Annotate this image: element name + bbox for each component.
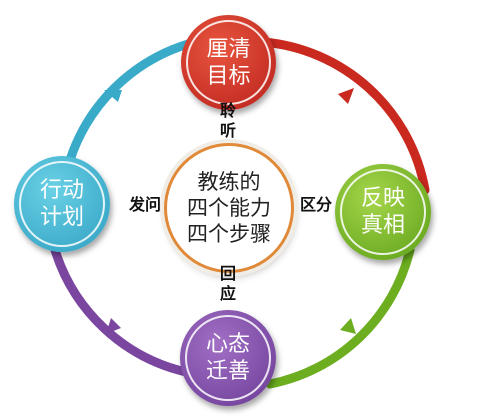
node-inner-ring (186, 20, 271, 105)
node-label: 心态 迁善 (205, 332, 250, 384)
node-action-plan: 行动 计划 (14, 156, 110, 252)
arc-right-to-bottom (265, 245, 415, 389)
arc-left-to-top (65, 39, 193, 165)
arrow-bottom-left (106, 318, 121, 334)
node-label: 反映 真相 (360, 186, 405, 238)
arc-bottom-to-left (50, 245, 191, 377)
arrow-top-right (338, 88, 354, 104)
step-label-respond: 回 应 (219, 264, 236, 303)
step-label-distinguish: 区分 (299, 195, 332, 214)
step-label-ask: 发问 (128, 195, 161, 214)
node-reflect-truth: 反映 真相 (335, 164, 431, 260)
node-label: 行动 计划 (39, 178, 84, 230)
arc-top-to-right (258, 37, 430, 195)
node-mindset-shift: 心态 迁善 (180, 310, 276, 406)
center-label: 教练的 四个能力 四个步骤 (187, 170, 271, 246)
node-clarify-goal: 厘清 目标 (181, 15, 276, 110)
center-circle: 教练的 四个能力 四个步骤 (164, 143, 294, 273)
node-inner-ring (340, 169, 426, 255)
node-inner-ring (185, 315, 271, 401)
node-label: 厘清 目标 (206, 36, 251, 89)
arrow-right-bottom (340, 318, 356, 334)
node-inner-ring (19, 161, 105, 247)
step-label-listen: 聆 听 (219, 101, 236, 140)
arrow-left-top (104, 90, 122, 102)
